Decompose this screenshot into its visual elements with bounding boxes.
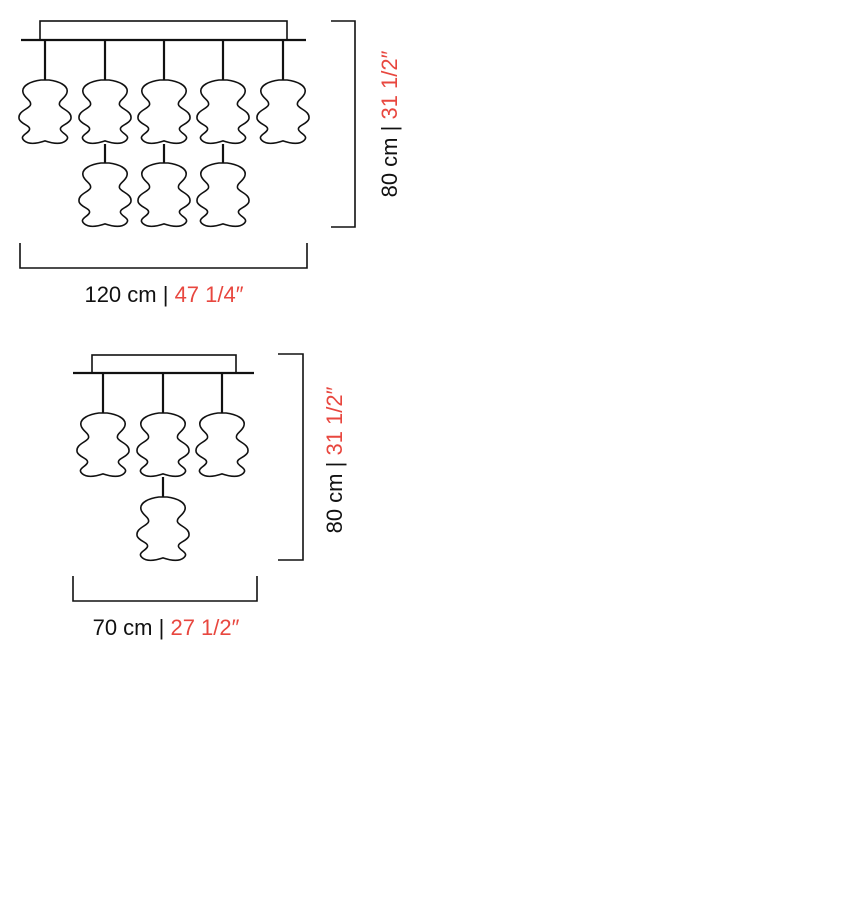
width-dimension-bracket [72,576,258,602]
small-chandelier-view: 70 cm | 27 1/2″ 80 cm | 31 1/2″ [72,353,347,640]
glass-pendant-shade [136,412,190,478]
glass-pendant-shade [137,162,191,228]
glass-pendant-shade [256,79,310,145]
width-label: 120 cm | 47 1/4″ [84,282,243,307]
glass-pendant-shade [137,79,191,145]
width-label: 70 cm | 27 1/2″ [93,615,240,640]
width-metric: 70 cm [93,615,153,640]
glass-pendant-shade [196,79,250,145]
pendant-group [18,40,310,228]
glass-pendant-shade [195,412,249,478]
glass-pendant-shade [78,79,132,145]
height-separator: | [322,456,347,474]
width-separator: | [153,615,171,640]
height-metric: 80 cm [322,474,347,534]
height-dimension-bracket [331,20,356,228]
ceiling-canopy [39,20,288,41]
height-label: 80 cm | 31 1/2″ [322,386,347,533]
glass-pendant-shade [78,162,132,228]
glass-pendant-shade [76,412,130,478]
height-separator: | [377,120,402,138]
large-chandelier-view: 120 cm | 47 1/4″ 80 cm | 31 1/2″ [18,20,402,307]
width-dimension-bracket [19,243,308,269]
width-separator: | [157,282,175,307]
height-dimension-bracket [278,353,304,561]
ceiling-canopy [91,354,237,374]
pendant-group [76,373,249,562]
width-metric: 120 cm [84,282,156,307]
glass-pendant-shade [18,79,72,145]
height-imperial: 31 1/2″ [322,386,347,455]
glass-pendant-shade [196,162,250,228]
height-imperial: 31 1/2″ [377,50,402,119]
width-imperial: 27 1/2″ [170,615,239,640]
width-imperial: 47 1/4″ [175,282,244,307]
height-label: 80 cm | 31 1/2″ [377,50,402,197]
glass-pendant-shade [136,496,190,562]
height-metric: 80 cm [377,138,402,198]
